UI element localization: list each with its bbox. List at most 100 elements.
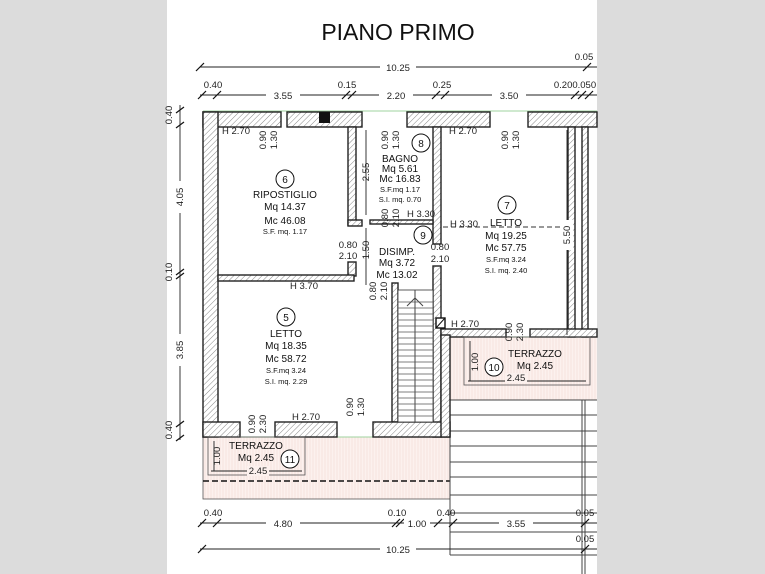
opening-width: 0.90 <box>247 415 258 434</box>
opening-width: 0.90 <box>504 323 515 342</box>
bottom-dimensions: 0.40 4.80 0.10 1.00 0.40 3.55 0.05 10.25… <box>197 508 597 556</box>
room-area: Mq 14.37 <box>264 202 306 213</box>
room-si: S.I. mq. 2.29 <box>265 377 308 386</box>
room-number: 8 <box>418 139 424 150</box>
dim-top-3: 2.20 <box>387 91 406 102</box>
opening-height: 2.30 <box>258 415 269 434</box>
terrace-depth: 1.00 <box>212 447 223 466</box>
room-name: TERRAZZO <box>508 349 562 360</box>
room-sf: S.F.mq 3.24 <box>486 255 526 264</box>
height-label: H 3.30 <box>450 219 478 230</box>
height-label: H 2.70 <box>222 126 250 137</box>
internal-staircase <box>397 289 434 423</box>
room-9-disimpegno: 9 DISIMP. Mq 3.72 Mc 13.02 <box>376 225 433 281</box>
terrace-width: 2.45 <box>507 373 526 384</box>
opening-height: 1.30 <box>511 131 522 150</box>
opening-height: 2.10 <box>339 251 358 262</box>
opening-width: 0.90 <box>380 131 391 150</box>
dim-bottom-4: 0.40 <box>437 508 456 519</box>
dim-top-6: 0.200.050 <box>554 80 596 91</box>
room-number: 10 <box>488 363 500 374</box>
opening-height: 1.30 <box>356 398 367 417</box>
ceiling-heights: H 2.70 H 2.70 H 3.30 H 3.30 H 3.70 H 2.7… <box>222 126 479 423</box>
dim-left-1: 4.05 <box>175 188 186 207</box>
room-volume: Mc 57.75 <box>485 243 527 254</box>
room-6-ripostiglio: 6 RIPOSTIGLIO Mq 14.37 Mc 46.08 S.F. mq.… <box>253 169 317 236</box>
room-area: Mq 2.45 <box>517 361 554 372</box>
dim-left-0: 0.40 <box>164 106 175 125</box>
room-area: Mq 19.25 <box>485 231 527 242</box>
height-label: H 3.70 <box>290 281 318 292</box>
dim-top-1: 3.55 <box>274 91 293 102</box>
left-dimensions: 0.40 4.05 0.10 3.85 0.40 <box>164 105 186 442</box>
dim-top-2: 0.15 <box>338 80 357 91</box>
page-title: PIANO PRIMO <box>321 19 474 45</box>
opening-width: 0.80 <box>431 242 450 253</box>
dim-left-4: 0.40 <box>164 421 175 440</box>
room-area: Mq 18.35 <box>265 341 307 352</box>
height-label: H 2.70 <box>451 319 479 330</box>
opening-width: 0.90 <box>345 398 356 417</box>
room-10-terrazzo: 10 TERRAZZO Mq 2.45 2.45 1.00 <box>470 349 562 384</box>
opening-height: 2.10 <box>431 254 450 265</box>
room-number: 11 <box>285 455 296 466</box>
room-si: S.I. mq. 2.40 <box>485 266 528 275</box>
opening-width: 0.80 <box>380 209 391 228</box>
top-dimensions: 10.25 0.05 0.40 3.55 0.15 2.20 0.25 3.50… <box>195 52 597 102</box>
opening-width: 0.80 <box>339 240 358 251</box>
chimney-icon <box>319 112 330 123</box>
opening-height: 2.30 <box>515 323 526 342</box>
room-number: 9 <box>420 231 426 242</box>
dim-bottom-5: 3.55 <box>507 519 526 530</box>
room-sf: S.F.mq 1.17 <box>380 185 420 194</box>
room-volume: Mc 13.02 <box>376 270 418 281</box>
room-name: DISIMP. <box>379 247 415 258</box>
room-area: Mq 2.45 <box>238 453 275 464</box>
room-number: 5 <box>283 313 289 324</box>
dim-bagno: 2.55 <box>361 163 372 182</box>
dim-left-3: 3.85 <box>175 341 186 360</box>
room-sf: S.F.mq 3.24 <box>266 366 306 375</box>
dim-bottom-2: 0.10 <box>388 508 407 519</box>
opening-height: 2.10 <box>391 209 402 228</box>
dim-bottom-6: 0.05 <box>576 508 595 519</box>
height-label: H 3.30 <box>407 209 435 220</box>
dim-bottom-1: 4.80 <box>274 519 293 530</box>
dim-bottom-total: 10.25 <box>386 545 410 556</box>
opening-height: 1.30 <box>391 131 402 150</box>
room-5-letto: 5 LETTO Mq 18.35 Mc 58.72 S.F.mq 3.24 S.… <box>265 307 308 386</box>
room-volume: Mc 58.72 <box>265 354 307 365</box>
dim-top-4: 0.25 <box>433 80 452 91</box>
height-label: H 2.70 <box>292 412 320 423</box>
external-steps <box>449 399 597 574</box>
room-number: 6 <box>282 175 288 186</box>
dim-bottom-0: 0.40 <box>204 508 223 519</box>
dim-bottom-offset: 0.05 <box>576 534 595 545</box>
room-area: Mq 5.61 <box>382 164 419 175</box>
room-volume: Mc 46.08 <box>264 216 306 227</box>
opening-width: 0.90 <box>500 131 511 150</box>
room-name: TERRAZZO <box>229 441 283 452</box>
room-name: LETTO <box>270 329 302 340</box>
terrace-lower <box>202 436 451 500</box>
dim-letto7: 5.50 <box>562 226 573 245</box>
dim-left-2: 0.10 <box>164 263 175 282</box>
room-name: LETTO <box>490 218 522 229</box>
dim-top-offset: 0.05 <box>575 52 594 63</box>
dim-bottom-3: 1.00 <box>408 519 427 530</box>
dim-top-0: 0.40 <box>204 80 223 91</box>
opening-width: 0.80 <box>368 282 379 301</box>
dim-top-total: 10.25 <box>386 63 410 74</box>
room-sf: S.F. mq. 1.17 <box>263 227 307 236</box>
opening-width: 0.90 <box>258 131 269 150</box>
height-label: H 2.70 <box>449 126 477 137</box>
room-area: Mq 3.72 <box>379 258 416 269</box>
room-name: RIPOSTIGLIO <box>253 190 317 201</box>
room-number-badge <box>275 169 295 189</box>
room-8-bagno: 8 BAGNO Mq 5.61 Mc 16.83 S.F.mq 1.17 S.I… <box>379 133 431 204</box>
opening-labels: 0.90 1.30 0.90 1.30 0.90 1.30 0.80 2.10 … <box>247 131 573 434</box>
dim-disimp: 1.50 <box>361 241 372 260</box>
room-number: 7 <box>504 201 510 212</box>
